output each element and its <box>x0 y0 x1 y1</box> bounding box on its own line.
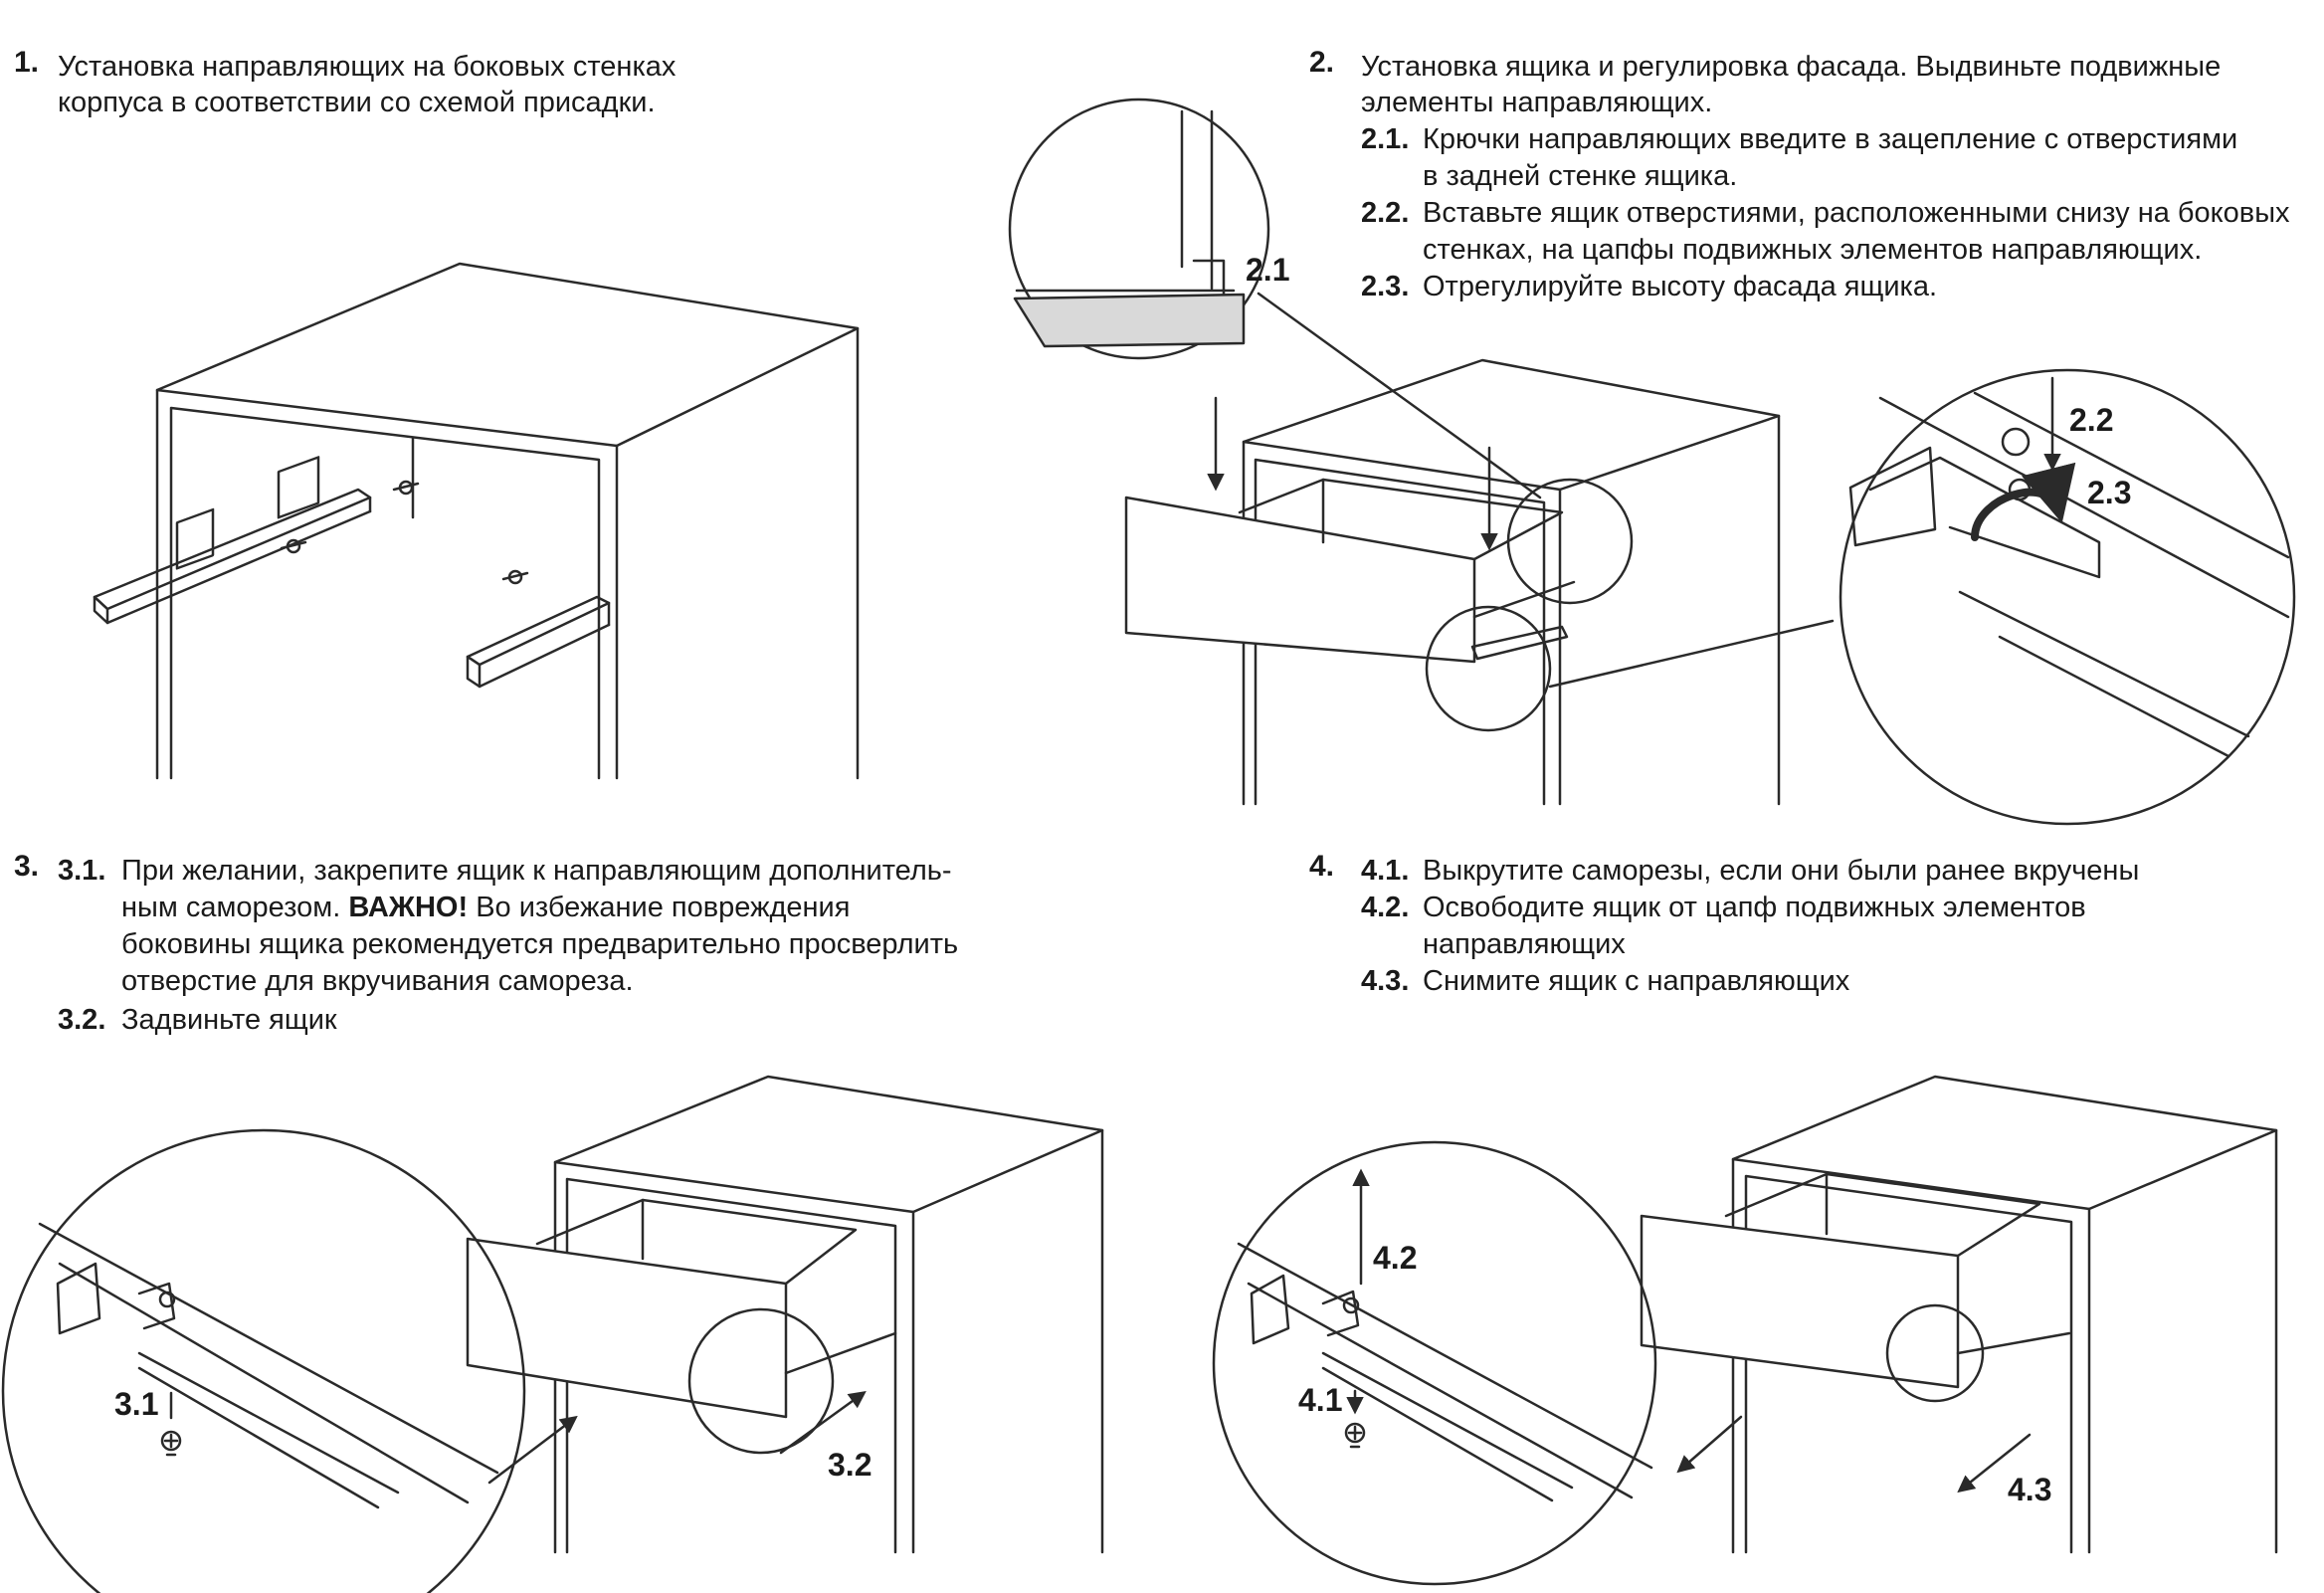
step4-number: 4. <box>1309 850 1335 883</box>
screw-icon-3-1 <box>160 1430 182 1457</box>
drawer-side-section <box>1013 293 1246 348</box>
arrow-3-2-a <box>487 1415 578 1485</box>
label-3-2: 3.2 <box>828 1447 872 1483</box>
arrow-4-3 <box>1957 1433 2032 1493</box>
step1-line2: корпуса в соответствии со схемой присадк… <box>58 87 656 118</box>
step2-1-line1: Крючки направляющих введите в зацепление… <box>1423 123 2238 155</box>
step4-1-line1: Выкрутите саморезы, если они были ранее … <box>1423 855 2140 887</box>
cabinet-1-top-edge <box>155 388 619 448</box>
step1-number: 1. <box>14 46 40 79</box>
drawer-front-fig4 <box>1640 1214 1960 1389</box>
step3-1-line4: отверстие для вкручивания самореза. <box>121 965 634 997</box>
screw-icon-4-1 <box>1344 1422 1366 1449</box>
step3-1-line2: ным саморезом. ВАЖНО! Во избежание повре… <box>121 891 850 925</box>
step2-number: 2. <box>1309 46 1335 79</box>
cabinet-1-outline <box>155 262 860 780</box>
step4-2-line1: Освободите ящик от цапф подвижных элемен… <box>1423 892 2086 923</box>
step2-1-line2: в задней стенке ящика. <box>1423 160 1738 192</box>
step3-1-number: 3.1. <box>58 855 106 887</box>
adjust-arrow-icon <box>1971 462 2076 541</box>
drawer-front-fig2 <box>1124 496 1476 664</box>
step4-2-line2: направляющих <box>1423 928 1626 960</box>
detail-marker-2-2 <box>1425 605 1552 732</box>
step4-1-number: 4.1. <box>1361 855 1410 887</box>
step3-2-number: 3.2. <box>58 1004 106 1036</box>
step3-important: ВАЖНО! <box>348 892 469 923</box>
arrow-4-1 <box>1676 1415 1743 1474</box>
screw-icons-fig1 <box>280 480 529 585</box>
step2-line2: элементы направляющих. <box>1361 87 1713 118</box>
step3-2-line1: Задвиньте ящик <box>121 1004 337 1036</box>
drawer-front-fig3 <box>466 1237 788 1419</box>
step3-1-line2-b: Во избежание повреждения <box>476 892 851 923</box>
step4-3-number: 4.3. <box>1361 965 1410 997</box>
detail-circle-3 <box>1 1128 526 1593</box>
step3-1-line1: При желании, закрепите ящик к направляющ… <box>121 855 952 887</box>
label-2-2: 2.2 <box>2069 402 2113 438</box>
detail-circle-2-2 <box>1839 368 2296 826</box>
detail-marker-4 <box>1885 1303 1985 1403</box>
step2-1-number: 2.1. <box>1361 123 1410 155</box>
label-4-2: 4.2 <box>1373 1240 1417 1276</box>
label-4-3: 4.3 <box>2008 1472 2051 1507</box>
detail-circle-2-1 <box>1008 98 1270 360</box>
cabinet-1-inner <box>169 406 601 780</box>
step2-2-line1: Вставьте ящик отверстиями, расположенным… <box>1423 197 2290 229</box>
step2-2-number: 2.2. <box>1361 197 1410 229</box>
figure-4-cabinet <box>1212 1075 2278 1586</box>
step3-1-line2-a: ным саморезом. <box>121 892 341 923</box>
step3-number: 3. <box>14 850 40 883</box>
step2-2-line2: стенках, на цапфы подвижных элементов на… <box>1423 234 2203 266</box>
label-4-1: 4.1 <box>1298 1382 1342 1418</box>
label-3-1: 3.1 <box>114 1386 158 1422</box>
step3-1-line3: боковины ящика рекомендуется предварител… <box>121 928 959 960</box>
step4-3-line1: Снимите ящик с направляющих <box>1423 965 1850 997</box>
detail-marker-3 <box>687 1307 835 1455</box>
figure-1-cabinet <box>93 262 860 780</box>
detail-marker-2-1 <box>1506 478 1634 605</box>
step4-2-number: 4.2. <box>1361 892 1410 923</box>
step2-line1: Установка ящика и регулировка фасада. Вы… <box>1361 51 2222 83</box>
rail-right <box>466 595 611 689</box>
step1-line1: Установка направляющих на боковых стенка… <box>58 51 677 83</box>
step2-3-line1: Отрегулируйте высоту фасада ящика. <box>1423 271 1938 302</box>
figure-3-cabinet <box>1 1075 1104 1593</box>
cabinet-1-top-right <box>615 326 860 448</box>
detail-circle-4 <box>1212 1140 1657 1586</box>
figure-2-cabinet <box>1008 98 2296 826</box>
rail-left <box>93 456 372 625</box>
arrow-3-2-b <box>779 1390 867 1455</box>
label-2-1: 2.1 <box>1246 252 1289 288</box>
label-2-3: 2.3 <box>2087 475 2131 510</box>
step2-3-number: 2.3. <box>1361 271 1410 302</box>
